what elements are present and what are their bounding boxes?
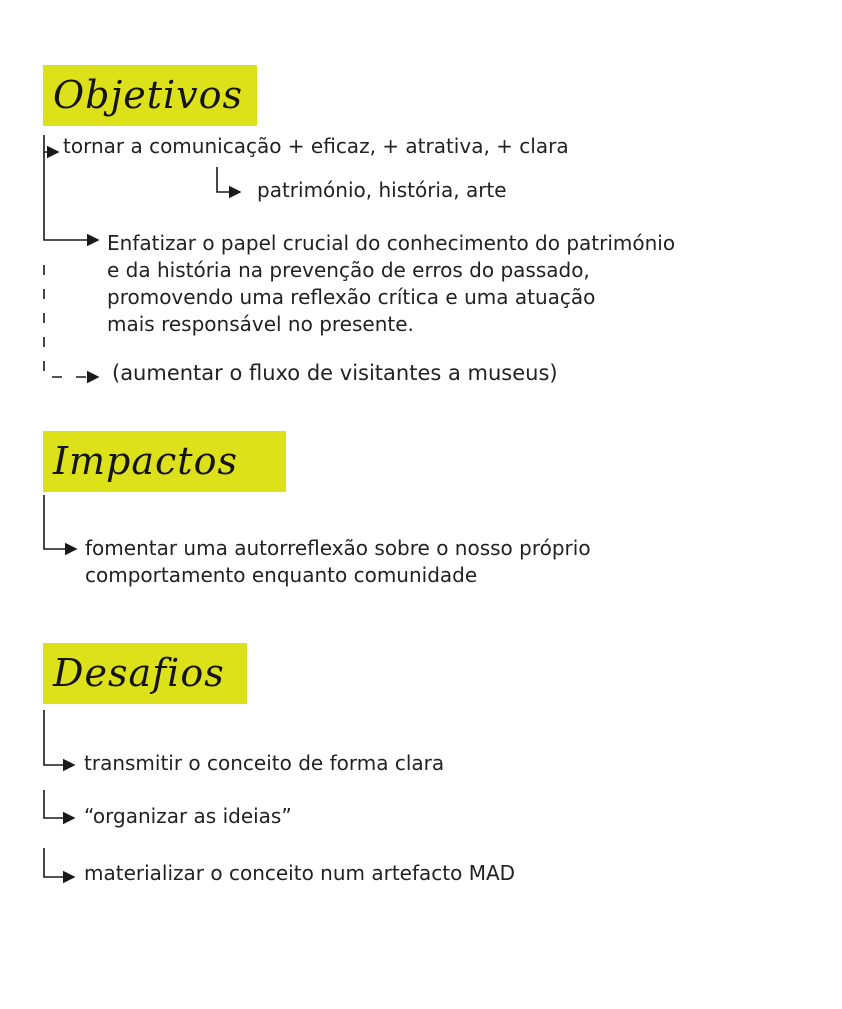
desafios-item-1: transmitir o conceito de forma clara xyxy=(84,751,445,775)
arrow-desafios-3 xyxy=(43,848,76,884)
arrow-objetivos-2 xyxy=(43,152,100,247)
impactos-heading: Impactos xyxy=(43,431,286,492)
objetivos-item-3: (aumentar o fluxo de visitantes a museus… xyxy=(112,361,558,385)
dashed-connector-objetivos-3 xyxy=(43,265,100,384)
objetivos-item-1-sub: património, história, arte xyxy=(257,178,507,202)
objetivos-item-2-line-3: promovendo uma reflexão crítica e uma at… xyxy=(107,285,596,309)
arrow-objetivos-1-sub xyxy=(216,167,242,199)
objetivos-heading: Objetivos xyxy=(43,65,257,126)
impactos-title: Impactos xyxy=(53,439,238,483)
impactos-item-1-line-1: fomentar uma autorreflexão sobre o nosso… xyxy=(85,536,591,560)
objetivos-item-2-line-1: Enfatizar o papel crucial do conheciment… xyxy=(107,231,676,255)
arrow-desafios-2 xyxy=(43,790,76,825)
desafios-item-2: “organizar as ideias” xyxy=(84,804,292,828)
arrow-objetivos-1 xyxy=(43,135,60,159)
desafios-title: Desafios xyxy=(53,651,225,695)
objetivos-title: Objetivos xyxy=(53,73,244,117)
objetivos-item-2-line-2: e da história na prevenção de erros do p… xyxy=(107,258,590,282)
arrow-desafios-1 xyxy=(43,710,76,772)
desafios-heading: Desafios xyxy=(43,643,247,704)
desafios-item-3: materializar o conceito num artefacto MA… xyxy=(84,861,516,885)
objetivos-item-1: tornar a comunicação + eficaz, + atrativ… xyxy=(63,134,569,158)
arrow-impactos-1 xyxy=(43,495,78,556)
impactos-item-1-line-2: comportamento enquanto comunidade xyxy=(85,563,478,587)
objetivos-item-2-line-4: mais responsável no presente. xyxy=(107,312,414,336)
